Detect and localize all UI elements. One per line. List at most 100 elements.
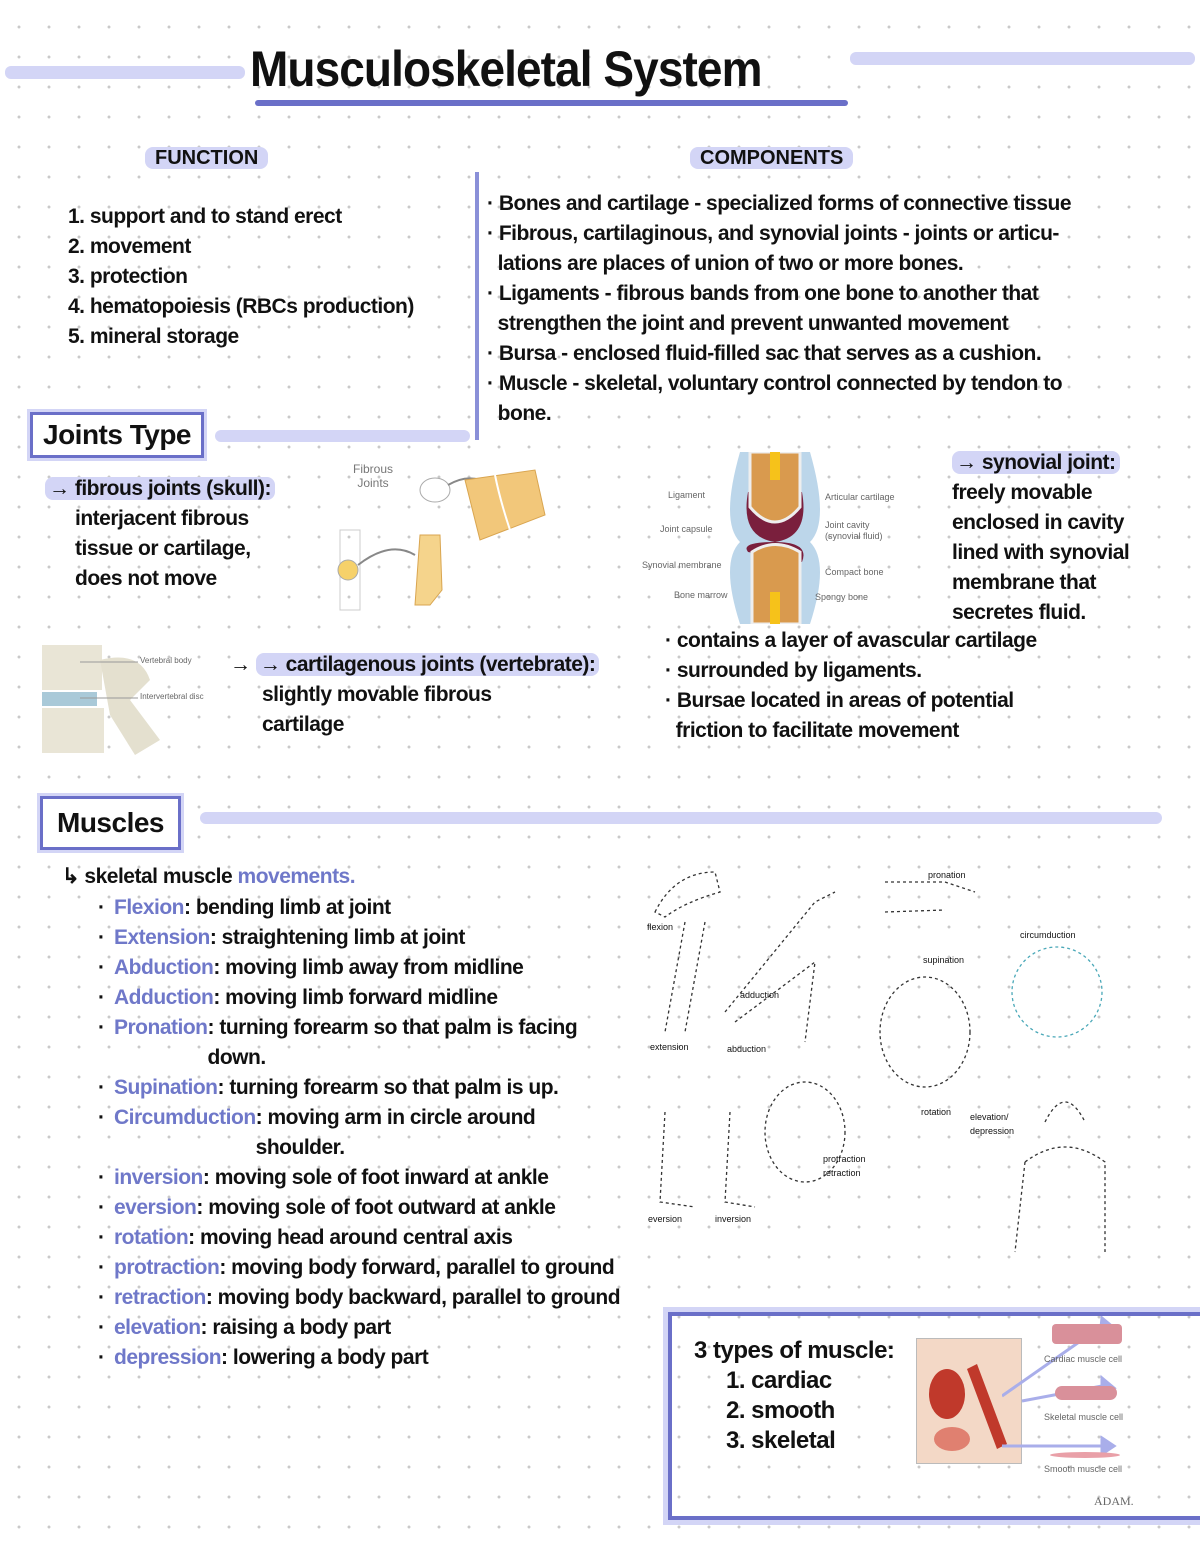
vertebra-label: Intervertebral disc: [140, 692, 204, 701]
muscles-heading-bar: [200, 812, 1162, 824]
cartilaginous-joint-text: → → cartilagenous joints (vertebrate): s…: [230, 650, 600, 740]
synovial-line: lined with synovial: [952, 541, 1130, 564]
cell-label: Skeletal muscle cell: [1044, 1412, 1124, 1422]
figure-label: adduction: [740, 990, 780, 1000]
bullet: ·: [98, 1076, 105, 1099]
muscle-types-text: 3 types of muscle: 1. cardiac 2. smooth …: [694, 1336, 895, 1456]
figure-label: depression: [970, 1126, 1015, 1136]
muscle-type-item: 3. skeletal: [726, 1427, 836, 1454]
movement-term: Pronation: [114, 1016, 208, 1039]
movement-term: Adduction: [114, 986, 214, 1009]
title-right-bar: [850, 52, 1195, 65]
skeletal-cell-image: [1055, 1386, 1117, 1400]
movement-term: Abduction: [114, 956, 214, 979]
figure-label: supination: [923, 955, 965, 965]
movement-description: : moving sole of foot outward at ankle: [196, 1196, 556, 1219]
movement-description: : turning forearm so that palm is up.: [217, 1076, 559, 1099]
synovial-bullet: · surrounded by ligaments.: [665, 659, 922, 682]
fibrous-image-caption: Fibrous Joints: [352, 462, 393, 490]
cardiac-cell-image: [1052, 1324, 1122, 1344]
movement-term: depression: [114, 1346, 222, 1369]
synovial-bullet: · contains a layer of avascular cartilag…: [665, 629, 1037, 652]
components-list: · Bones and cartilage - specialized form…: [487, 189, 1072, 429]
components-line: · Bones and cartilage - specialized form…: [487, 192, 1072, 215]
movement-description: : moving body forward, parallel to groun…: [219, 1256, 615, 1279]
figure-label: extension: [650, 1042, 689, 1052]
bullet: ·: [98, 1106, 105, 1129]
bullet: ·: [98, 1286, 105, 1309]
bullet: ·: [98, 956, 105, 979]
synovial-line: enclosed in cavity: [952, 511, 1124, 534]
diagram-label: Synovial membrane: [642, 560, 722, 570]
function-item: 4. hematopoiesis (RBCs production): [68, 295, 414, 318]
muscle-type-item: 1. cardiac: [726, 1367, 832, 1394]
movement-term: Supination: [114, 1076, 218, 1099]
fibrous-line: interjacent fibrous: [75, 507, 249, 530]
movement-item: ·inversion: moving sole of foot inward a…: [98, 1163, 628, 1193]
function-item: 1. support and to stand erect: [68, 205, 342, 228]
movement-item: ·Abduction: moving limb away from midlin…: [98, 953, 628, 983]
cell-label: Cardiac muscle cell: [1044, 1354, 1123, 1364]
movement-item: ·retraction: moving body backward, paral…: [98, 1283, 628, 1313]
synovial-line: freely movable: [952, 481, 1093, 504]
synovial-bullet: · Bursae located in areas of potential: [665, 689, 1014, 712]
synovial-bullet: friction to facilitate movement: [665, 719, 960, 742]
diagram-label: Ligament: [668, 490, 706, 500]
components-heading-text: COMPONENTS: [690, 147, 854, 169]
figure-label: pronation: [928, 870, 966, 880]
body-movements-figure: flexion extension adduction abduction pr…: [645, 862, 1115, 1257]
bullet: ·: [98, 1166, 105, 1189]
movement-description: : moving body backward, parallel to grou…: [205, 1286, 621, 1309]
column-divider: [475, 172, 479, 440]
synovial-line: secretes fluid.: [952, 601, 1086, 624]
movement-item: · Pronation: turning forearm so that palm…: [98, 1013, 628, 1073]
movement-description: : moving head around central axis: [188, 1226, 513, 1249]
movement-description: : raising a body part: [200, 1316, 392, 1339]
movement-term: Extension: [114, 926, 210, 949]
page-title: Musculoskeletal System: [250, 41, 762, 97]
components-heading: COMPONENTS: [690, 147, 854, 170]
synovial-line: membrane that: [952, 571, 1097, 594]
diagram-label: Articular cartilage: [825, 492, 895, 502]
muscle-type-item: 2. smooth: [726, 1397, 835, 1424]
synovial-joint-diagram: [730, 452, 820, 624]
function-heading-text: FUNCTION: [145, 147, 269, 169]
bullet: ·: [98, 1346, 105, 1369]
subheading-highlight: movements.: [237, 865, 356, 888]
muscle-body-illustration: [929, 1364, 1007, 1451]
movement-item: ·protraction: moving body forward, paral…: [98, 1253, 628, 1283]
cartilaginous-joint-label: → cartilagenous joints (vertebrate):: [255, 653, 600, 676]
movement-item: ·elevation: raising a body part: [98, 1313, 628, 1343]
figure-label: protraction: [823, 1154, 866, 1164]
vertebra-label: Vertebral body: [140, 656, 192, 665]
title-left-bar: [5, 66, 245, 79]
movements-list: ·Flexion: bending limb at joint·Extensio…: [98, 893, 628, 1373]
movement-item: ·Flexion: bending limb at joint: [98, 893, 628, 923]
movement-item: ·rotation: moving head around central ax…: [98, 1223, 628, 1253]
synovial-joint-text: → synovial joint: freely movable enclose…: [952, 448, 1130, 628]
diagram-label: Joint cavity (synovial fluid): [825, 520, 883, 541]
bullet: ·: [98, 1316, 105, 1339]
bullet: ·: [98, 1016, 105, 1039]
bullet: ·: [98, 1256, 105, 1279]
movement-description: : straightening limb at joint: [209, 926, 466, 949]
joints-heading-bar: [215, 430, 470, 442]
fibrous-joint-text: → fibrous joints (skull): interjacent fi…: [45, 474, 275, 594]
movement-description: : moving arm in circle around shoulder.: [255, 1106, 536, 1159]
figure-label: abduction: [727, 1044, 767, 1054]
movement-term: Flexion: [114, 896, 185, 919]
muscle-types-heading: 3 types of muscle:: [694, 1337, 895, 1364]
components-line: · Muscle - skeletal, voluntary control c…: [487, 372, 1063, 395]
diagram-label: Bone marrow: [674, 590, 728, 600]
movement-term: Circumduction: [114, 1106, 256, 1129]
figure-label: retraction: [823, 1168, 861, 1178]
title-underline: [255, 100, 848, 106]
movement-item: ·Extension: straightening limb at joint: [98, 923, 628, 953]
cartilaginous-line: slightly movable fibrous: [262, 683, 492, 706]
vertebra-illustration: [42, 645, 160, 755]
movement-description: : turning forearm so that palm is facing…: [207, 1016, 578, 1069]
joints-type-heading: Joints Type: [30, 412, 205, 458]
movement-description: : moving limb forward midline: [213, 986, 498, 1009]
cartilaginous-line: cartilage: [262, 713, 344, 736]
components-line: · Bursa - enclosed fluid-filled sac that…: [487, 342, 1042, 365]
